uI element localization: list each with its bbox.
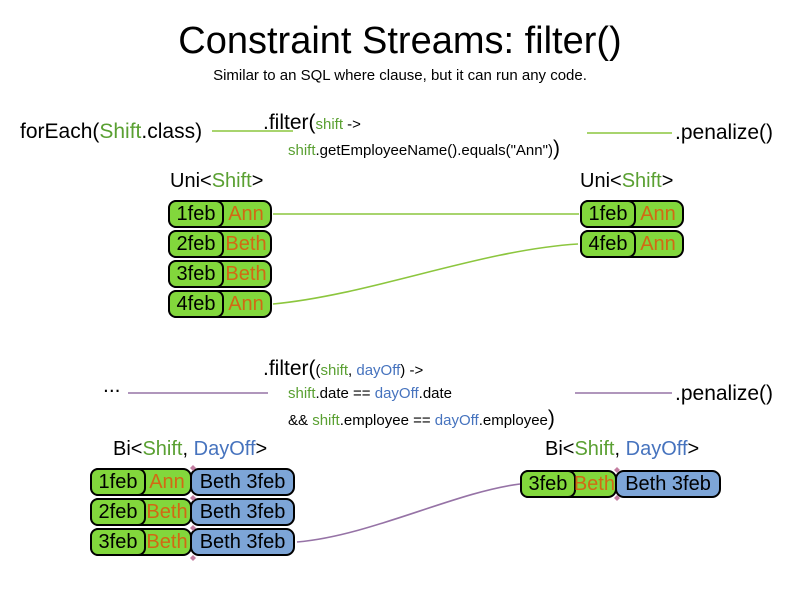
code-filter2-param-dayoff: dayOff xyxy=(356,362,401,379)
shift-date: 2feb xyxy=(90,498,146,526)
bi-label-left: Bi<Shift, DayOff> xyxy=(113,438,267,461)
shift-employee: Beth xyxy=(573,472,615,495)
uni-label-right: Uni<Shift> xyxy=(580,170,673,193)
code-filter2-head: .filter((shift, dayOff) -> xyxy=(263,357,423,381)
code-filter2-line3: && shift.employee == dayOff.employee) xyxy=(288,407,555,431)
code-foreach-post: .class) xyxy=(141,120,203,143)
uni-left-pre: Uni< xyxy=(170,170,212,192)
code-penalize2: .penalize() xyxy=(675,382,774,405)
code-l3-shift: shift xyxy=(312,412,340,429)
dayoff-part: Beth 3feb xyxy=(190,468,295,496)
uni-right-post: > xyxy=(661,170,674,192)
bi-right-type1: Shift xyxy=(574,438,615,460)
code-l3-mid: .employee == xyxy=(339,412,435,429)
uni-left-type: Shift xyxy=(211,170,252,192)
shift-date: 1feb xyxy=(168,200,224,228)
uni-right-pre: Uni< xyxy=(580,170,622,192)
shift-date: 2feb xyxy=(168,230,224,258)
code-filter1-body-shift: shift xyxy=(288,142,316,159)
shift-date: 3feb xyxy=(168,260,224,288)
code-foreach: forEach(Shift.class) xyxy=(20,120,202,144)
bi-left-pre: Bi< xyxy=(113,438,143,460)
code-filter1-keyword: .filter( xyxy=(263,111,316,134)
bi-right-comma: , xyxy=(614,438,626,460)
shift-date: 3feb xyxy=(520,470,576,498)
shift-employee: Ann xyxy=(228,202,264,225)
bi-left-comma: , xyxy=(182,438,194,460)
code-filter2-comma: , xyxy=(348,362,357,379)
shift-date: 4feb xyxy=(168,290,224,318)
bi-right-type2: DayOff xyxy=(625,438,688,460)
connector-bi-row xyxy=(296,483,521,543)
code-filter1-head: .filter(shift -> xyxy=(263,111,361,135)
code-l3-end: .employee xyxy=(478,412,548,429)
bi-left-type1: Shift xyxy=(142,438,183,460)
shift-date: 3feb xyxy=(90,528,146,556)
bi-right-post: > xyxy=(687,438,700,460)
code-l2-shift: shift xyxy=(288,385,316,402)
code-filter1-body: shift.getEmployeeName().equals("Ann")) xyxy=(288,137,560,161)
uni-right-type: Shift xyxy=(621,170,662,192)
code-l2-end: .date xyxy=(418,385,453,402)
shift-employee: Beth xyxy=(225,262,267,285)
shift-employee: Beth xyxy=(225,232,267,255)
dayoff-part: Beth 3feb xyxy=(615,470,721,498)
shift-date: 1feb xyxy=(580,200,636,228)
code-filter2-line2: shift.date == dayOff.date xyxy=(288,385,452,402)
code-l3-dayoff: dayOff xyxy=(434,412,479,429)
bi-label-right: Bi<Shift, DayOff> xyxy=(545,438,699,461)
code-filter2-param-shift: shift xyxy=(320,362,349,379)
shift-date: 4feb xyxy=(580,230,636,258)
shift-employee: Ann xyxy=(149,470,185,493)
code-l2-dayoff: dayOff xyxy=(374,385,419,402)
dayoff-part: Beth 3feb xyxy=(190,498,295,526)
code-filter2-arrow: -> xyxy=(405,362,424,379)
page-subtitle: Similar to an SQL where clause, but it c… xyxy=(213,67,587,84)
uni-left-post: > xyxy=(251,170,264,192)
code-filter1-body-rest: .getEmployeeName().equals("Ann") xyxy=(315,142,553,159)
uni-label-left: Uni<Shift> xyxy=(170,170,263,193)
shift-employee: Ann xyxy=(228,292,264,315)
code-filter2-paren-close: ) xyxy=(400,362,406,379)
code-l3-close-paren: ) xyxy=(547,407,555,430)
bi-left-post: > xyxy=(255,438,268,460)
bi-left-type2: DayOff xyxy=(193,438,256,460)
page-title: Constraint Streams: filter() xyxy=(178,20,622,62)
connector-row-4feb xyxy=(272,243,579,305)
code-l2-mid: .date == xyxy=(315,385,375,402)
code-filter1-param: shift xyxy=(315,116,344,133)
dayoff-part: Beth 3feb xyxy=(190,528,295,556)
code-filter2-paren-open: ( xyxy=(315,362,321,379)
code-foreach-class: Shift xyxy=(99,120,142,143)
shift-date: 1feb xyxy=(90,468,146,496)
bi-right-pre: Bi< xyxy=(545,438,575,460)
shift-employee: Beth xyxy=(146,530,188,553)
code-filter1-close-paren: ) xyxy=(552,137,560,160)
code-filter1-arrow: -> xyxy=(343,116,361,133)
code-ellipsis: ... xyxy=(103,374,121,397)
shift-employee: Ann xyxy=(640,232,676,255)
code-l3-amp: && xyxy=(288,412,313,429)
code-penalize1: .penalize() xyxy=(675,121,774,144)
code-filter2-keyword: .filter( xyxy=(263,357,316,380)
code-foreach-pre: forEach( xyxy=(20,120,100,143)
shift-employee: Ann xyxy=(640,202,676,225)
shift-employee: Beth xyxy=(146,500,188,523)
